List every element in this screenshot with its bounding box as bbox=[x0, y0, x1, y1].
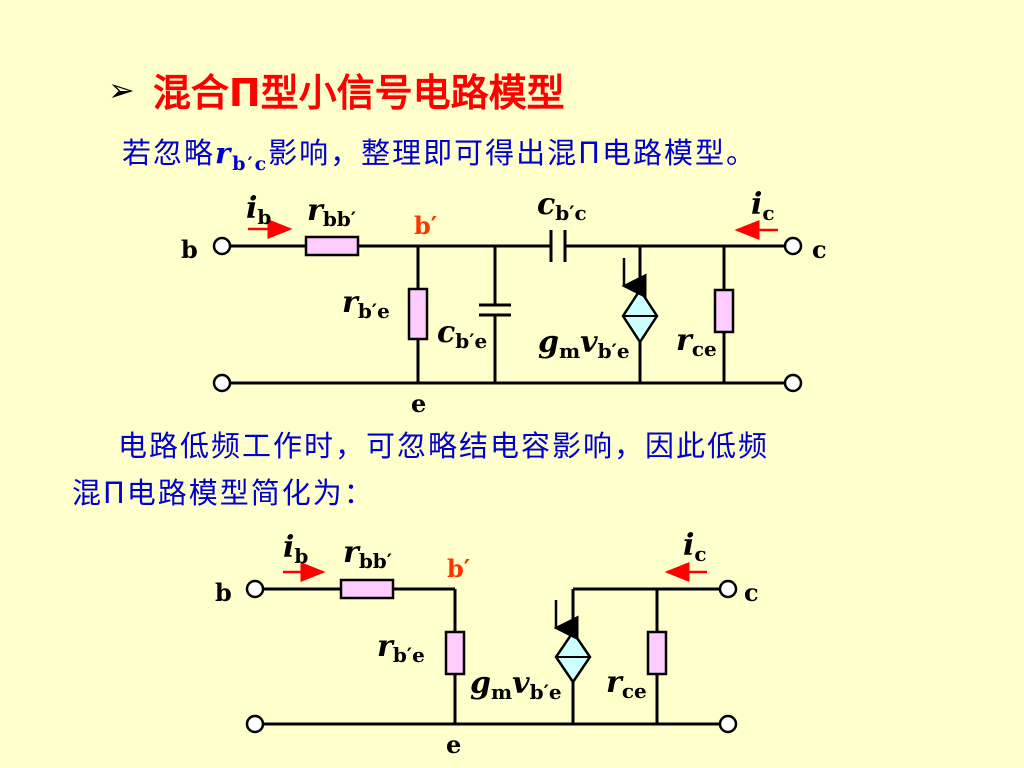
terminals-1 bbox=[212, 236, 803, 393]
resistor-rbb-1 bbox=[304, 235, 360, 257]
label-ib-1: ib bbox=[246, 191, 271, 229]
label-bprime-1: b′ bbox=[414, 211, 437, 240]
terminal-e-1: e bbox=[411, 389, 426, 418]
label-rce-2: rce bbox=[606, 665, 647, 703]
circuit-hybrid-pi-lowfreq bbox=[263, 587, 720, 726]
terminal-b-2: b bbox=[215, 578, 232, 607]
label-ic-1: ic bbox=[751, 187, 775, 225]
terminal-c-1: c bbox=[812, 235, 827, 264]
terminal-b-1: b bbox=[181, 235, 198, 264]
current-source-2 bbox=[553, 600, 592, 685]
resistor-rce-2 bbox=[646, 630, 668, 676]
bullet-arrow-icon: ➢ bbox=[108, 70, 135, 109]
paragraph-ignore-rbc: 若忽略rb′c影响，整理即可得出混Π电路模型。 bbox=[122, 136, 757, 175]
slide-title: ➢ 混合Π型小信号电路模型 bbox=[108, 62, 565, 117]
circuit-hybrid-pi-full bbox=[230, 244, 785, 385]
capacitor-cbc-1 bbox=[549, 230, 567, 262]
current-source-1 bbox=[621, 258, 659, 345]
paragraph-low-freq-line1: 电路低频工作时，可忽略结电容影响，因此低频 bbox=[118, 429, 770, 463]
resistor-rce-1 bbox=[713, 288, 735, 334]
label-rbb-1: rbb′ bbox=[307, 193, 356, 231]
resistor-rbe-2 bbox=[444, 630, 466, 676]
label-ib-2: ib bbox=[283, 530, 308, 568]
terminals-2 bbox=[245, 579, 738, 734]
resistor-rbe-1 bbox=[407, 287, 429, 341]
resistor-rbb-2 bbox=[339, 578, 395, 600]
terminal-c-2: c bbox=[744, 578, 759, 607]
label-gm-vbe-1: gmvb′e bbox=[538, 325, 630, 363]
terminal-e-2: e bbox=[446, 730, 461, 759]
capacitor-cbe-1 bbox=[479, 303, 511, 317]
label-rbe-2: rb′e bbox=[377, 629, 425, 667]
label-cbc-1: cb′c bbox=[537, 187, 587, 225]
current-arrows-1 bbox=[248, 219, 778, 240]
label-bprime-2: b′ bbox=[447, 554, 470, 583]
label-rbe-1: rb′e bbox=[342, 285, 390, 323]
label-rce-1: rce bbox=[676, 323, 717, 361]
paragraph-low-freq-line2: 混Π电路模型简化为： bbox=[72, 476, 375, 510]
label-gm-vbe-2: gmvb′e bbox=[470, 666, 562, 704]
slide-title-text: 混合Π型小信号电路模型 bbox=[152, 71, 565, 115]
label-rbb-2: rbb′ bbox=[343, 535, 392, 573]
label-ic-2: ic bbox=[683, 528, 707, 566]
label-cbe-1: cb′e bbox=[437, 315, 487, 353]
